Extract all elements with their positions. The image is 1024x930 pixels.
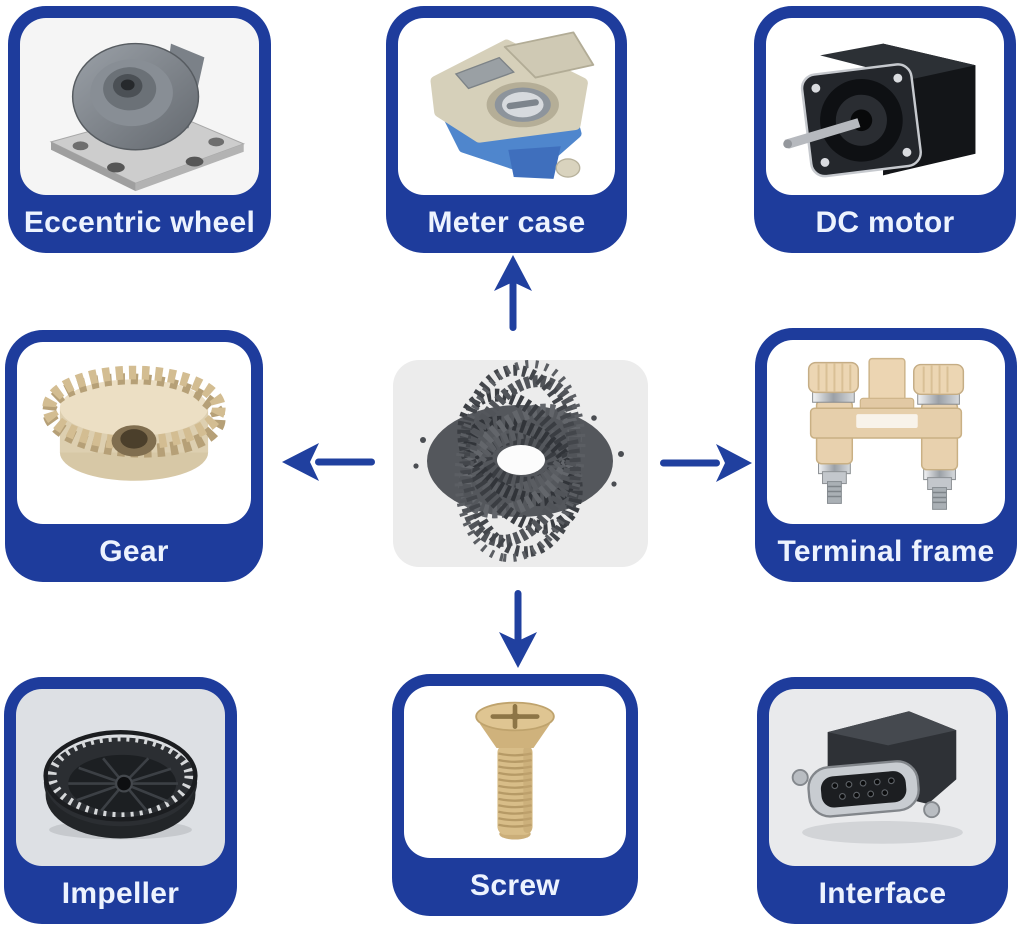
card-label: Meter case xyxy=(427,205,586,239)
card-terminal-frame: Terminal frame xyxy=(755,328,1017,582)
card-label: Impeller xyxy=(61,876,180,910)
card-label: Eccentric wheel xyxy=(23,205,256,239)
arrow-down-icon xyxy=(498,586,538,668)
card-screw: Screw xyxy=(392,674,638,916)
card-label: Interface xyxy=(818,876,947,910)
card-dc-motor: DC motor xyxy=(754,6,1016,253)
card-meter-case: Meter case xyxy=(386,6,627,253)
arrow-left-icon xyxy=(282,440,377,484)
card-label: Gear xyxy=(99,534,169,568)
arrow-right-icon xyxy=(658,441,752,485)
impeller-photo xyxy=(16,689,225,866)
plastic-granules-photo xyxy=(393,360,648,567)
interface-photo xyxy=(769,689,996,866)
terminal-frame-photo xyxy=(767,340,1005,524)
eccentric-wheel-photo xyxy=(20,18,259,195)
meter-case-photo xyxy=(398,18,615,195)
gear-photo xyxy=(17,342,251,524)
card-label: Screw xyxy=(470,868,560,902)
card-impeller: Impeller xyxy=(4,677,237,924)
card-gear: Gear xyxy=(5,330,263,582)
screw-photo xyxy=(404,686,626,858)
card-label: Terminal frame xyxy=(777,534,995,568)
card-label: DC motor xyxy=(815,205,955,239)
card-interface: Interface xyxy=(757,677,1008,924)
card-eccentric-wheel: Eccentric wheel xyxy=(8,6,271,253)
arrow-up-icon xyxy=(493,255,533,333)
dc-motor-photo xyxy=(766,18,1004,195)
